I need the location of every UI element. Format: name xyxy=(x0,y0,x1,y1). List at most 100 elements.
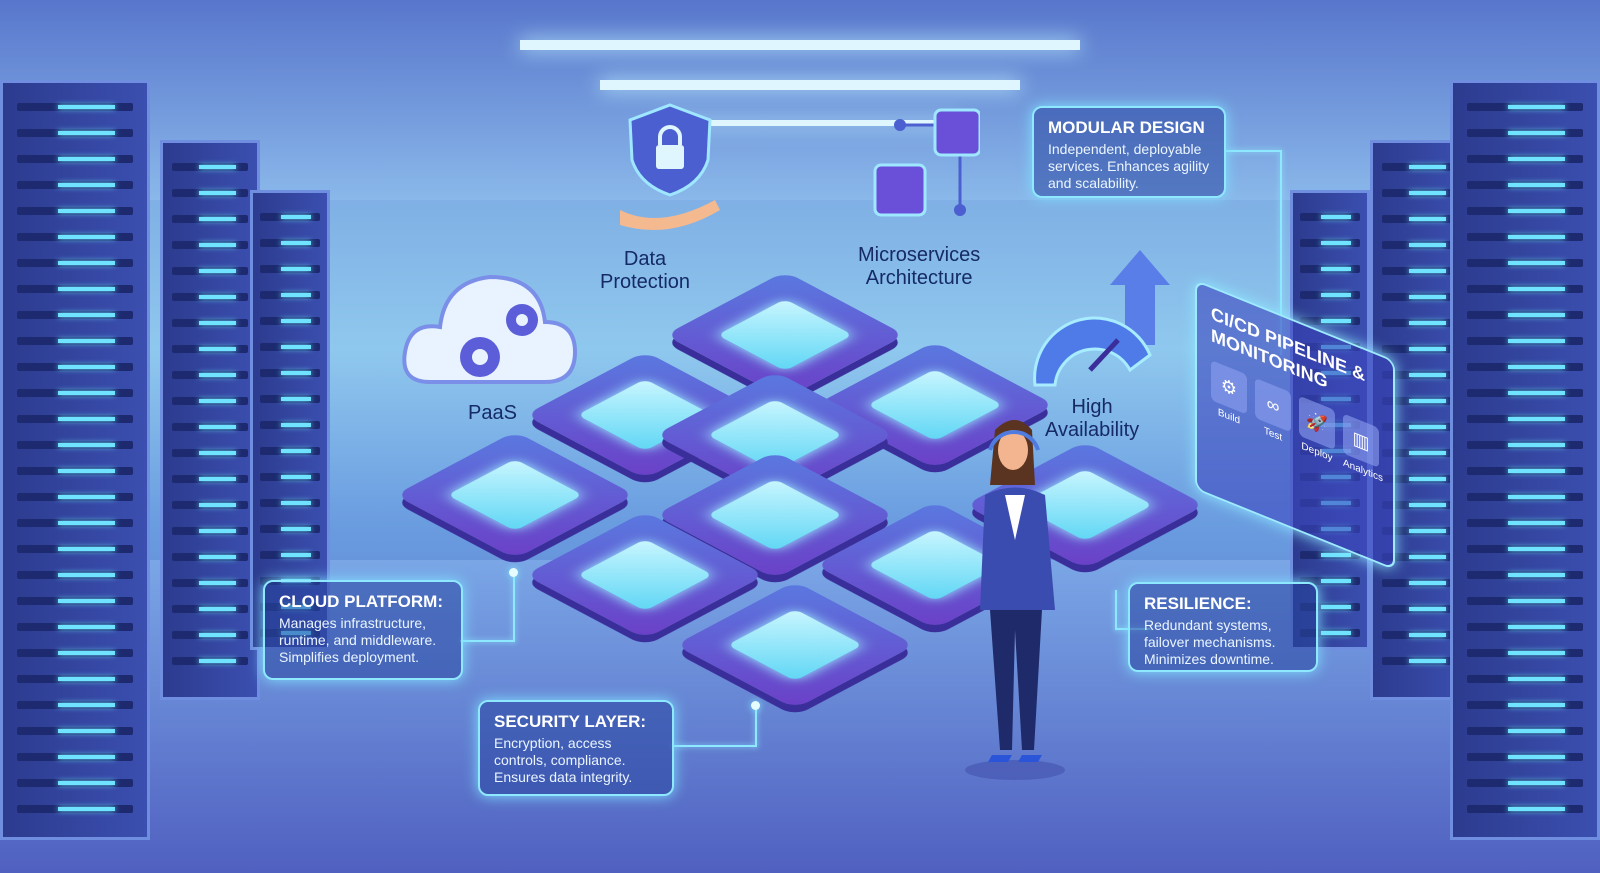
label-paas: PaaS xyxy=(468,402,517,424)
server-slot xyxy=(172,163,248,171)
speedometer-arrow-icon xyxy=(1033,250,1170,387)
panel-text: Encryption, access controls, compliance.… xyxy=(494,735,633,785)
server-slot xyxy=(1382,293,1458,301)
server-slot xyxy=(172,189,248,197)
server-slot xyxy=(260,213,320,221)
panel-title: CLOUD PLATFORM: xyxy=(279,592,443,611)
server-slot xyxy=(1467,675,1583,683)
server-slot xyxy=(1467,129,1583,137)
server-slot xyxy=(1382,319,1458,327)
panel-title: RESILIENCE: xyxy=(1144,594,1252,613)
step-label: Test xyxy=(1263,425,1283,444)
server-slot xyxy=(1467,363,1583,371)
server-slot xyxy=(1467,389,1583,397)
server-slot xyxy=(1467,623,1583,631)
label-high-availability: High Availability xyxy=(1045,396,1140,441)
panel-resilience: RESILIENCE: Redundant systems, failover … xyxy=(1128,582,1318,672)
server-slot xyxy=(1382,553,1458,561)
server-slot xyxy=(1382,397,1458,405)
server-slot xyxy=(260,291,320,299)
connector-dot xyxy=(509,568,518,577)
server-slot xyxy=(1382,579,1458,587)
server-slot xyxy=(17,649,133,657)
server-slot xyxy=(172,527,248,535)
server-slot xyxy=(260,447,320,455)
label-microservices: Microservices Architecture xyxy=(858,244,981,289)
server-slot xyxy=(1382,163,1458,171)
server-slot xyxy=(1467,805,1583,813)
server-slot xyxy=(1382,449,1458,457)
server-slot xyxy=(1300,577,1360,585)
server-slot xyxy=(17,233,133,241)
server-slot xyxy=(1467,207,1583,215)
server-slot xyxy=(260,317,320,325)
server-slot xyxy=(260,239,320,247)
connector-line xyxy=(1115,590,1117,630)
server-slot xyxy=(1300,239,1360,247)
server-slot xyxy=(17,623,133,631)
server-slot xyxy=(1467,259,1583,267)
ceiling-light xyxy=(600,80,1020,90)
server-rack xyxy=(160,140,260,700)
server-slot xyxy=(1382,345,1458,353)
server-slot xyxy=(1382,631,1458,639)
server-slot xyxy=(1467,285,1583,293)
server-slot xyxy=(1467,493,1583,501)
server-slot xyxy=(172,293,248,301)
server-slot xyxy=(1467,701,1583,709)
server-slot xyxy=(260,395,320,403)
server-rack xyxy=(250,190,330,650)
server-slot xyxy=(260,473,320,481)
ceiling-light xyxy=(520,40,1080,50)
server-slot xyxy=(172,605,248,613)
pipeline-step-deploy: 🚀Deploy xyxy=(1299,395,1335,466)
server-slot xyxy=(1382,241,1458,249)
server-slot xyxy=(1300,213,1360,221)
server-slot xyxy=(172,241,248,249)
server-slot xyxy=(1467,233,1583,241)
server-slot xyxy=(1300,551,1360,559)
panel-security-layer: SECURITY LAYER: Encryption, access contr… xyxy=(478,700,674,796)
server-slot xyxy=(1300,291,1360,299)
server-slot xyxy=(260,369,320,377)
microchips-icon xyxy=(873,108,980,217)
server-slot xyxy=(172,423,248,431)
connector-line xyxy=(1225,150,1280,152)
server-slot xyxy=(17,311,133,319)
server-slot xyxy=(17,129,133,137)
server-slot xyxy=(172,657,248,665)
server-slot xyxy=(172,215,248,223)
server-slot xyxy=(1467,441,1583,449)
server-slot xyxy=(17,441,133,449)
server-slot xyxy=(172,371,248,379)
server-slot xyxy=(260,551,320,559)
server-slot xyxy=(1467,311,1583,319)
server-slot xyxy=(172,345,248,353)
shield-lock-icon xyxy=(620,103,720,230)
server-slot xyxy=(1382,475,1458,483)
server-slot xyxy=(17,337,133,345)
connector-line xyxy=(513,572,515,642)
server-slot xyxy=(17,753,133,761)
server-slot xyxy=(17,545,133,553)
ceiling xyxy=(0,0,1600,200)
server-slot xyxy=(1300,603,1360,611)
label-data-protection: Data Protection xyxy=(600,248,691,293)
server-slot xyxy=(1467,155,1583,163)
panel-title: MODULAR DESIGN xyxy=(1048,118,1205,137)
pipeline-step-build: ⚙Build xyxy=(1211,360,1247,430)
server-slot xyxy=(17,571,133,579)
server-slot xyxy=(172,631,248,639)
server-slot xyxy=(1467,597,1583,605)
server-slot xyxy=(17,727,133,735)
connector-line xyxy=(1280,150,1282,355)
server-slot xyxy=(260,343,320,351)
panel-text: Manages infrastructure, runtime, and mid… xyxy=(279,615,437,665)
connector-dot xyxy=(751,701,760,710)
server-slot xyxy=(260,421,320,429)
server-slot xyxy=(1382,215,1458,223)
server-slot xyxy=(1467,779,1583,787)
server-slot xyxy=(17,805,133,813)
server-slot xyxy=(172,553,248,561)
panel-cloud-platform: CLOUD PLATFORM: Manages infrastructure, … xyxy=(263,580,463,680)
